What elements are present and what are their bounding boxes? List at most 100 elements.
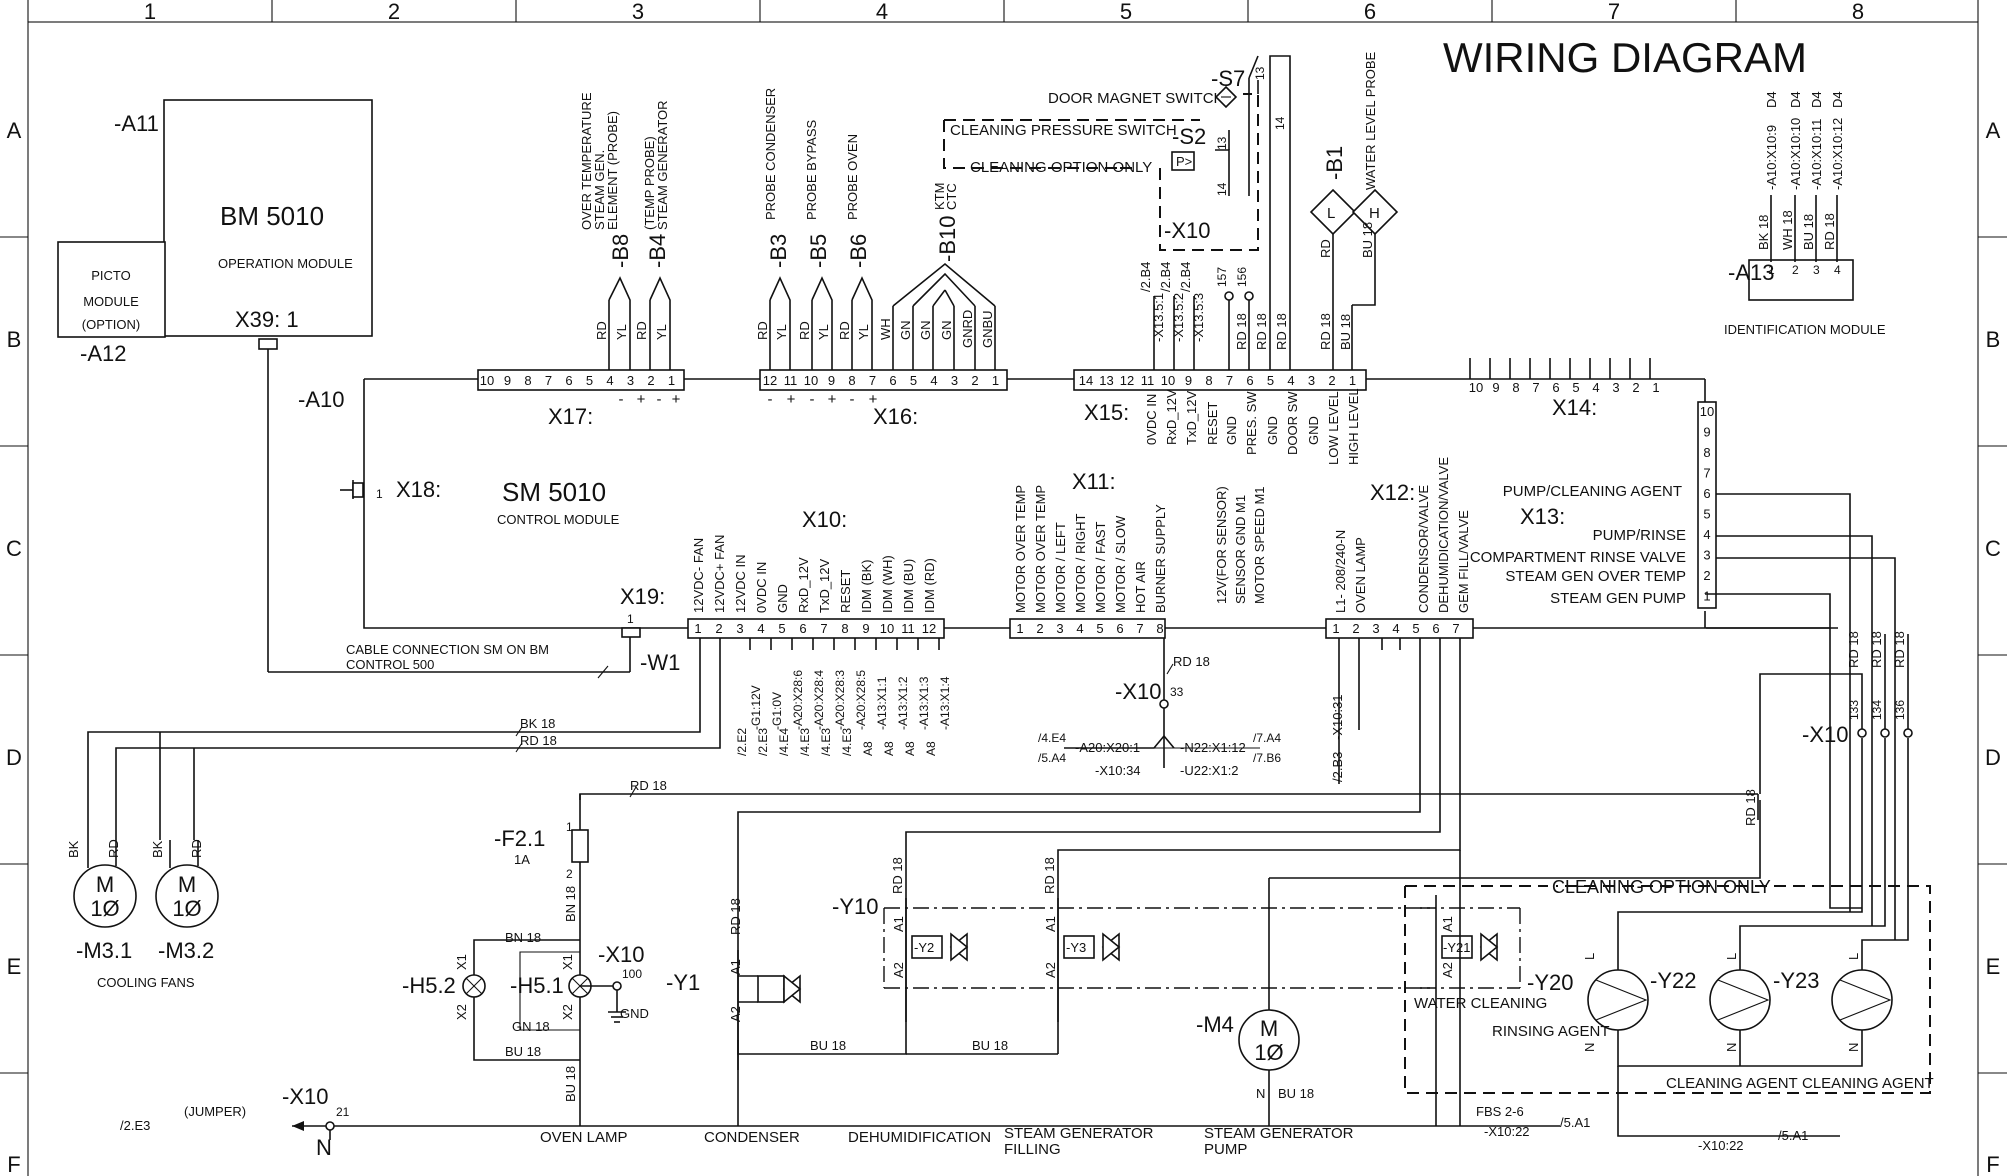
x12-ref-2: /2.B3 — [1330, 752, 1345, 782]
module-a10: -A10 SM 5010 CONTROL MODULE — [298, 378, 1838, 629]
grid-col-6: 6 — [1364, 0, 1376, 24]
x10-ref: A8 — [861, 741, 875, 756]
x10-label: RxD_12V — [796, 557, 811, 613]
x15-pin: 10 — [1161, 373, 1175, 388]
y20-desc: WATER CLEANING — [1414, 995, 1547, 1012]
a12-line3: (OPTION) — [82, 317, 141, 332]
cleaning-option-box: CLEANING OPTION ONLY — [1404, 877, 1931, 1094]
x15-pin: 9 — [1185, 373, 1192, 388]
x15-pin: 4 — [1287, 373, 1294, 388]
grid-col-7: 7 — [1608, 0, 1620, 24]
x10-label: TxD_12V — [817, 558, 832, 613]
s7-pin-14: 14 — [1273, 116, 1287, 130]
rd18-down: RD 18 — [1743, 789, 1758, 826]
x1022-label: -X10:22 — [1484, 1124, 1530, 1139]
x17-pin: 7 — [545, 373, 552, 388]
b6-desc: PROBE OVEN — [845, 134, 860, 220]
x16-pin: 3 — [951, 373, 958, 388]
x19-pin: 1 — [627, 612, 634, 626]
x13-label-1: PUMP/CLEANING AGENT — [1503, 483, 1682, 500]
x15-ref-3: /2.B4 — [1178, 262, 1193, 292]
x12-pin: 5 — [1412, 621, 1419, 636]
h51-x2: X2 — [560, 1004, 575, 1020]
x10-label: 12VDC IN — [733, 554, 748, 613]
cable-w1: X19: 1 CABLE CONNECTION SM ON BM CONTROL… — [267, 349, 680, 679]
x12-label-3: CONDENSOR/VALVE — [1416, 485, 1431, 613]
neutral-n: N — [316, 1135, 332, 1160]
grid-column-labels: 1 2 3 4 5 6 7 8 — [144, 0, 1864, 24]
grid-row-e-right: E — [1986, 954, 2001, 979]
m4-id: -M4 — [1196, 1012, 1234, 1037]
x11-label: HOT AIR — [1133, 561, 1148, 613]
a13-wire-3: BU 18 — [1801, 214, 1816, 250]
b10-desc-1: KTM — [932, 183, 947, 210]
x13-label-5: STEAM GEN PUMP — [1550, 590, 1686, 607]
condenser-label: CONDENSER — [704, 1129, 800, 1146]
x13-pin: 10 — [1700, 404, 1714, 419]
x16-pin: 6 — [889, 373, 896, 388]
x10-label: IDM (BK) — [859, 560, 874, 613]
a12-id: -A12 — [80, 341, 126, 366]
a13-wire-4: RD 18 — [1822, 213, 1837, 250]
x16-wire-5: RD — [837, 321, 852, 340]
x10-ref: A8 — [882, 741, 896, 756]
x15-pin: 12 — [1120, 373, 1134, 388]
x13-pin: 7 — [1703, 466, 1710, 481]
x15-pin: 1 — [1349, 373, 1356, 388]
x16-wire-12: GNBU — [980, 310, 995, 348]
module-a12: PICTO MODULE (OPTION) -A12 — [57, 241, 166, 366]
pump-y24-symbol — [1831, 969, 1893, 1031]
b1-id: -B1 — [1322, 146, 1347, 180]
x10-label: IDM (BU) — [901, 559, 916, 613]
a10-id: -A10 — [298, 387, 344, 412]
y20-a2: A2 — [1440, 962, 1455, 978]
f21-rating: 1A — [514, 852, 530, 867]
b6-id: -B6 — [846, 234, 871, 268]
sensor-b4: (TEMP PROBE) STEAM GENERATOR -B4 — [642, 100, 671, 370]
x10-label: IDM (RD) — [922, 558, 937, 613]
y1-id: -Y1 — [666, 970, 700, 995]
b1-h: H — [1369, 205, 1380, 222]
x16-pol-2: + — [787, 391, 796, 408]
x10-name: X10: — [802, 507, 847, 532]
pump-y23-symbol — [1709, 969, 1771, 1031]
x15-pin: 13 — [1099, 373, 1113, 388]
x15-label-3: TxD_12V — [1184, 390, 1199, 445]
s7-desc: DOOR MAGNET SWITCH — [1048, 90, 1224, 107]
a10-name: SM 5010 — [502, 477, 606, 507]
sgf-label-1: STEAM GENERATOR — [1004, 1125, 1154, 1142]
x14-lines — [1469, 358, 1651, 379]
x10-33-ref-8: /7.B6 — [1253, 751, 1281, 765]
lamp-bu18: BU 18 — [505, 1044, 541, 1059]
x16-wire-3: RD — [797, 321, 812, 340]
b1-l: L — [1327, 205, 1335, 222]
y22-l: L — [1582, 953, 1597, 960]
x10-label: GND — [775, 584, 790, 613]
x16-wire-6: YL — [856, 324, 871, 340]
x16-wire-labels: RD YL RD YL RD YL WH GN GN GN GNRD GNBU — [755, 310, 995, 348]
x10-21-pin: 21 — [336, 1105, 350, 1119]
x15-label-7: GND — [1265, 416, 1280, 445]
grid-row-a-right: A — [1986, 118, 2001, 143]
x10-ref2: -A20:X28:5 — [854, 670, 868, 730]
dehum-label: DEHUMIDIFICATION — [848, 1129, 991, 1146]
x16-pin: 12 — [763, 373, 777, 388]
grid-row-f-right: F — [1986, 1152, 1999, 1176]
x10-pin: 6 — [799, 621, 806, 636]
x10-pin: 5 — [778, 621, 785, 636]
x14-pin: 9 — [1492, 380, 1499, 395]
a13-wire-1: BK 18 — [1756, 215, 1771, 250]
jumper-label: (JUMPER) — [184, 1104, 246, 1119]
fuse-f21: RD 18 -F2.1 1A 1 2 BN 18 — [494, 778, 1759, 930]
cable-label-1: CABLE CONNECTION SM ON BM — [346, 642, 549, 657]
a13-pin-1: 1 — [1768, 263, 1775, 277]
x15-label-10: LOW LEVEL — [1326, 391, 1341, 465]
grid-row-a: A — [7, 118, 22, 143]
x10-ref2: -G1:0V — [770, 692, 784, 730]
x10-33-id: -X10 — [1115, 679, 1161, 704]
m31-ph: 1Ø — [90, 896, 119, 921]
y24-n: N — [1846, 1043, 1861, 1052]
y1-bu18: BU 18 — [810, 1038, 846, 1053]
